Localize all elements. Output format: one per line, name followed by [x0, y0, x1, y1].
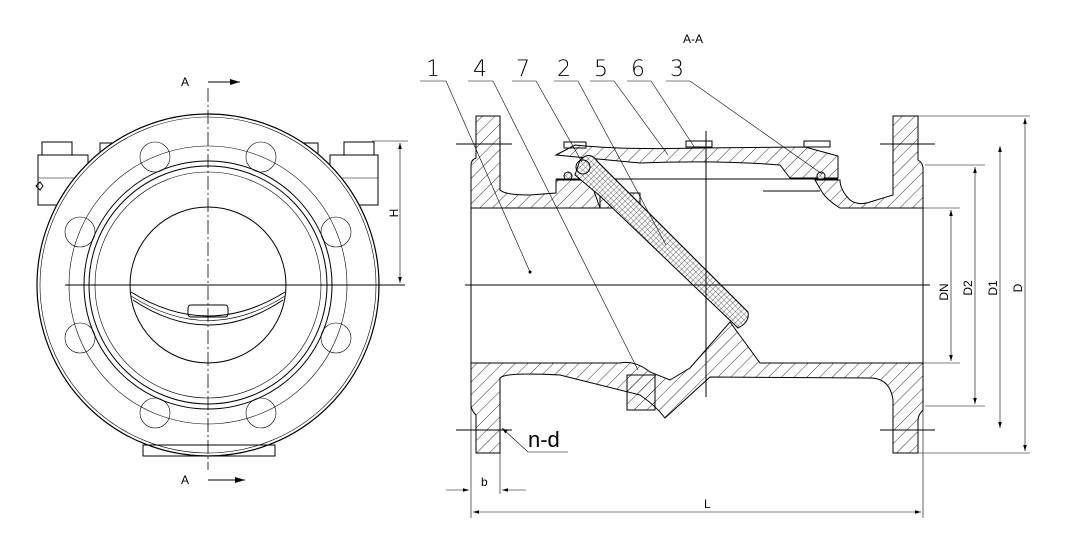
- dimension-d-label: D: [1011, 283, 1025, 292]
- part-callouts: 1 4 7 2 5 6 3: [420, 57, 823, 371]
- cover: [554, 144, 839, 179]
- part-number-3: 3: [670, 57, 684, 82]
- part-number-7: 7: [516, 57, 530, 82]
- plug: [626, 374, 656, 411]
- body-upper-wall: [470, 115, 601, 209]
- dimension-d1-label: D1: [986, 280, 1000, 296]
- dimension-l-label: L: [704, 497, 711, 511]
- bolt-holes-label: n-d: [528, 427, 560, 452]
- disc: [574, 155, 749, 329]
- part-number-5: 5: [594, 57, 608, 82]
- part-number-4: 4: [473, 57, 487, 82]
- part-number-6: 6: [631, 57, 645, 82]
- section-title: A-A: [683, 32, 703, 46]
- part-number-2: 2: [557, 57, 571, 82]
- body-lower-wall: [470, 321, 924, 454]
- dimension-d2-label: D2: [961, 280, 975, 296]
- dimension-dn-label: DN: [937, 283, 951, 300]
- front-view: H A A: [35, 75, 408, 487]
- base-foot: [142, 444, 276, 457]
- section-view: A-A 1 4 7 2 5: [420, 32, 1030, 518]
- part-number-1: 1: [426, 57, 440, 82]
- section-mark-top: A: [181, 75, 189, 89]
- dimension-h-label: H: [387, 209, 401, 218]
- bolt-holes: [64, 141, 352, 429]
- dimension-b-label: b: [481, 475, 488, 489]
- section-mark-bottom: A: [181, 473, 189, 487]
